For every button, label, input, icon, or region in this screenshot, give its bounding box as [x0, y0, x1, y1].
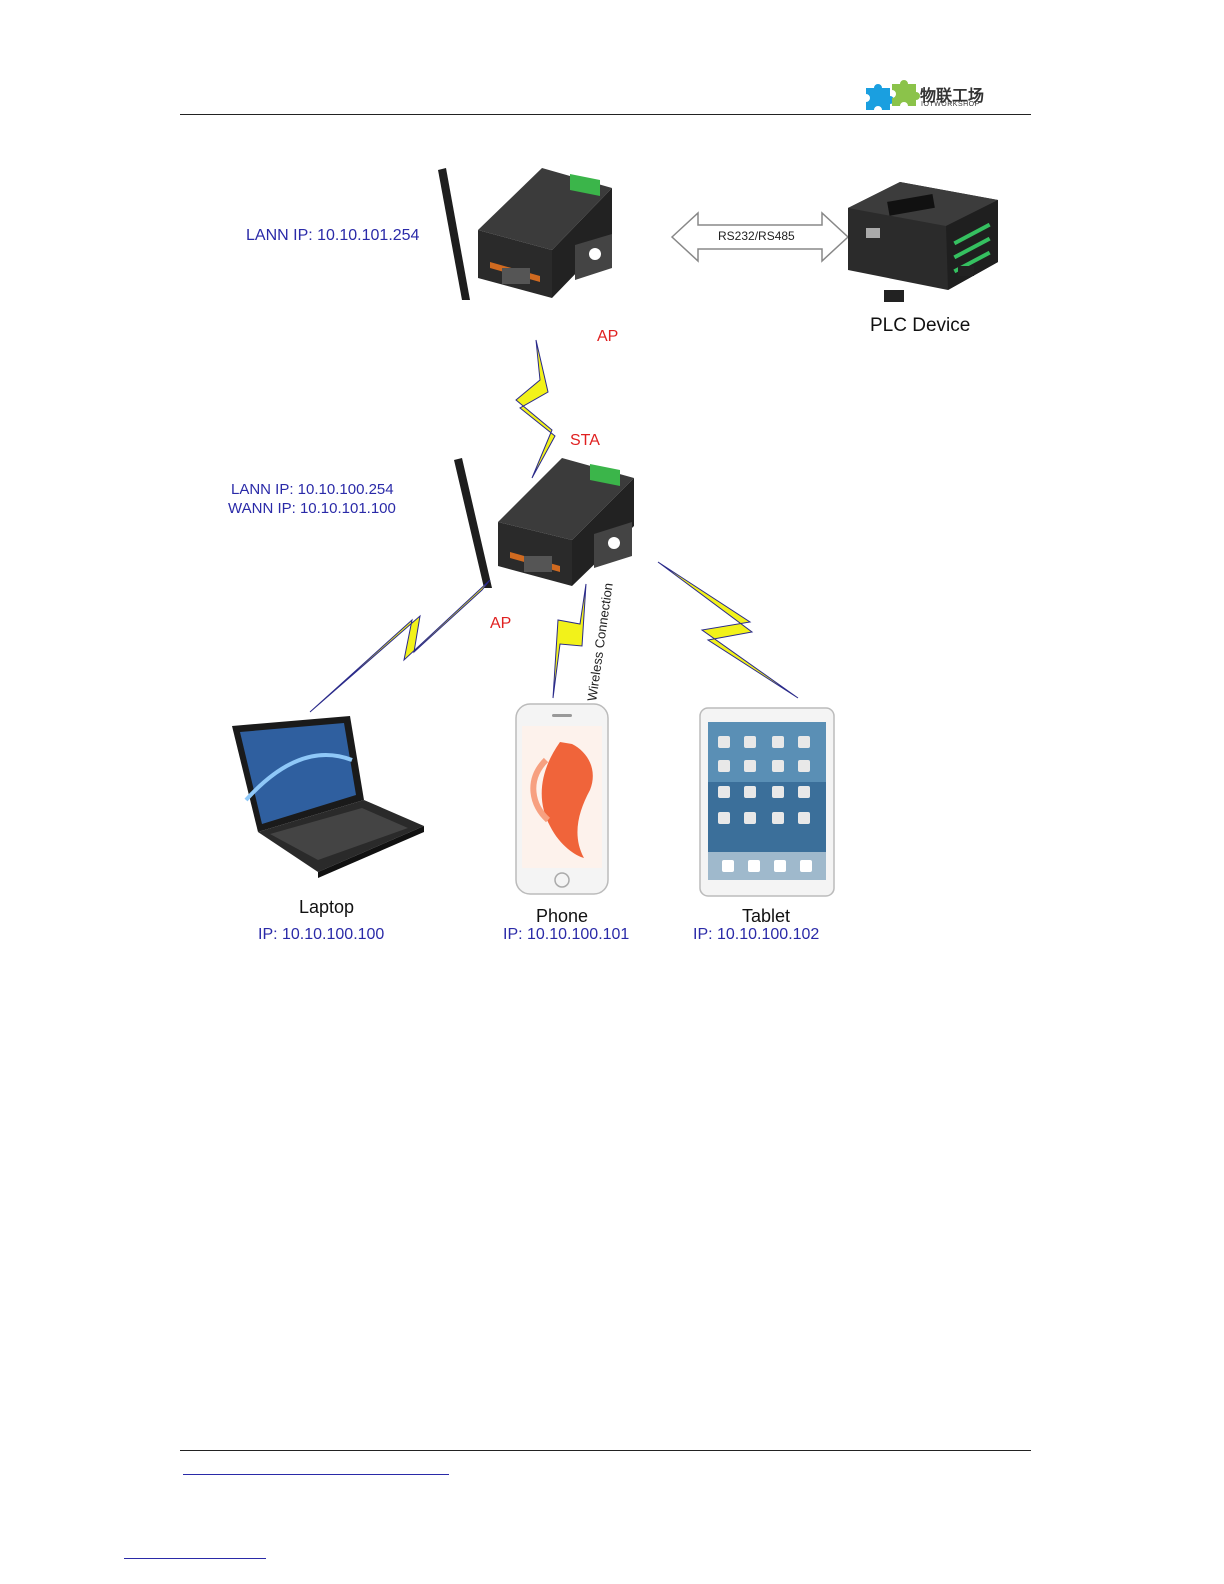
laptop-ip: IP: 10.10.100.100 [258, 926, 384, 944]
wireless-bolt-icon [516, 340, 555, 478]
top-router-icon [438, 168, 612, 300]
tablet-ip: IP: 10.10.100.102 [693, 926, 819, 944]
footer-link-underline[interactable] [183, 1474, 449, 1475]
plc-device-label: PLC Device [870, 315, 970, 337]
plc-device-icon [848, 182, 998, 302]
top-router-ap-label: AP [597, 328, 618, 346]
phone-icon [516, 704, 608, 894]
laptop-icon [232, 716, 424, 878]
tablet-icon [700, 708, 834, 896]
tablet-bolt-icon [658, 562, 798, 698]
phone-bolt-icon [553, 584, 586, 698]
phone-ip: IP: 10.10.100.101 [503, 926, 629, 944]
footer-rule [180, 1450, 1031, 1451]
network-diagram [0, 0, 1224, 1000]
mid-router-sta-label: STA [570, 432, 600, 450]
mid-router-ap-label: AP [490, 615, 511, 633]
mid-router-lann-ip: LANN IP: 10.10.100.254 [231, 481, 394, 498]
phone-label: Phone [536, 906, 588, 927]
mid-router-wann-ip: WANN IP: 10.10.101.100 [228, 500, 396, 517]
laptop-bolt-icon [310, 580, 490, 712]
mid-router-icon [454, 458, 634, 588]
tablet-label: Tablet [742, 906, 790, 927]
serial-link-label: RS232/RS485 [718, 229, 795, 243]
footer-link-underline-2[interactable] [124, 1558, 266, 1559]
top-router-lann-ip: LANN IP: 10.10.101.254 [246, 227, 419, 245]
laptop-label: Laptop [299, 897, 354, 918]
